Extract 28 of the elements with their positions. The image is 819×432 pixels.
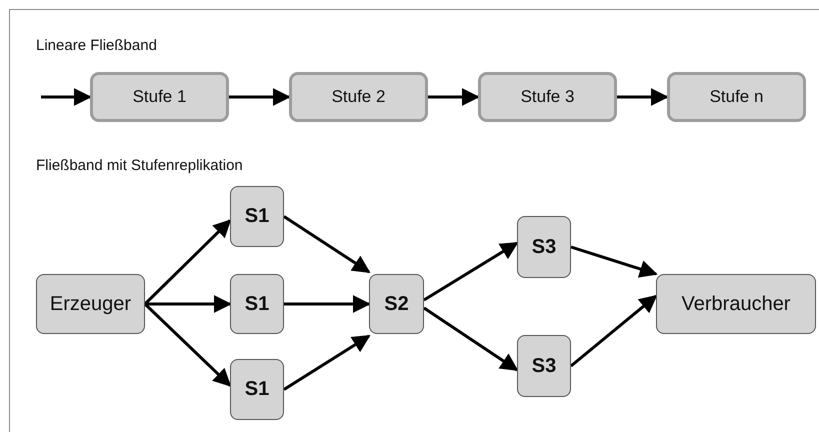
process-box: Verbraucher: [656, 274, 816, 334]
arrow: [423, 242, 519, 302]
process-box: S1: [230, 186, 284, 247]
process-box: S3: [517, 216, 571, 278]
arrow: [423, 306, 518, 372]
arrow: [284, 295, 371, 313]
stage-box: Stufe 3: [478, 72, 617, 122]
arrow: [144, 302, 232, 387]
stage-box: Stufe 1: [90, 72, 229, 122]
stage-box: Stufe n: [667, 72, 806, 122]
arrow: [145, 295, 232, 313]
section-heading: Lineare Fließband: [36, 37, 157, 54]
arrow: [570, 294, 658, 368]
arrow: [41, 88, 92, 106]
process-box: S3: [517, 335, 571, 397]
process-box: S2: [369, 274, 424, 334]
arrow: [617, 88, 669, 106]
process-box: S1: [230, 359, 284, 420]
arrow: [144, 219, 232, 306]
arrow: [283, 334, 371, 391]
arrow: [428, 88, 480, 106]
process-box: S1: [230, 274, 284, 334]
section-heading: Fließband mit Stufenreplikation: [36, 157, 243, 174]
stage-box: Stufe 2: [289, 72, 428, 122]
arrow: [570, 246, 658, 278]
arrow: [283, 215, 370, 274]
arrow: [229, 88, 291, 106]
process-box: Erzeuger: [36, 274, 145, 334]
